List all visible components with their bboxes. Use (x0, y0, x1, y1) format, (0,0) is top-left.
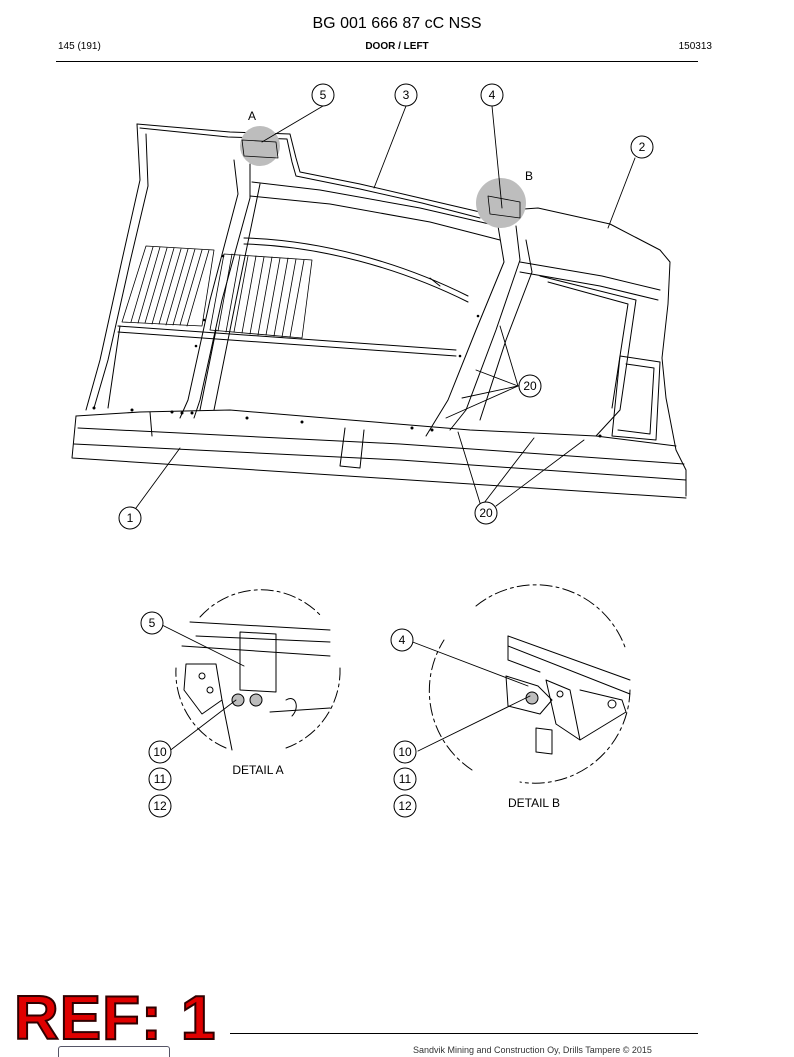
detail-a-label: DETAIL A (232, 763, 283, 777)
detail-a-callout-5: 5 (149, 616, 156, 630)
sandvik-logo (58, 1046, 170, 1057)
detail-b-callout-11: 11 (399, 772, 412, 786)
detail-b (390, 584, 631, 818)
vent-grille (121, 245, 313, 339)
ref-stamp: REF: 1 (13, 984, 217, 1053)
header-rule (56, 61, 698, 62)
callout-2: 2 (639, 140, 646, 154)
callout-3: 3 (403, 88, 410, 102)
detail-a-callout-10: 10 (153, 745, 167, 759)
detail-b-callout-4: 4 (399, 633, 406, 647)
detail-b-label: DETAIL B (508, 796, 560, 810)
footer-copyright: Sandvik Mining and Construction Oy, Dril… (413, 1045, 652, 1055)
detail-a-callout-12: 12 (153, 799, 167, 813)
detail-a-highlight (240, 126, 280, 166)
callout-5: 5 (320, 88, 327, 102)
callout-20-lower: 20 (479, 506, 493, 520)
detail-b-callout-12: 12 (398, 799, 412, 813)
door-frame (71, 123, 687, 499)
document-title: BG 001 666 87 cC NSS (312, 15, 482, 32)
callout-20-upper: 20 (523, 379, 537, 393)
callout-4: 4 (489, 88, 496, 102)
marker-a: A (248, 109, 256, 123)
page-number: 145 (191) (58, 41, 101, 52)
main-callout-bubbles (118, 83, 654, 530)
section-title: DOOR / LEFT (365, 41, 429, 52)
footer-rule (230, 1033, 698, 1034)
detail-b-highlight (476, 178, 526, 228)
callout-1: 1 (127, 511, 134, 525)
document-code: 150313 (678, 41, 712, 52)
leader-lines (135, 105, 636, 509)
marker-b: B (525, 169, 533, 183)
detail-a (140, 589, 341, 818)
rivets (92, 254, 602, 438)
detail-b-callout-10: 10 (398, 745, 412, 759)
detail-a-callout-11: 11 (154, 772, 167, 786)
